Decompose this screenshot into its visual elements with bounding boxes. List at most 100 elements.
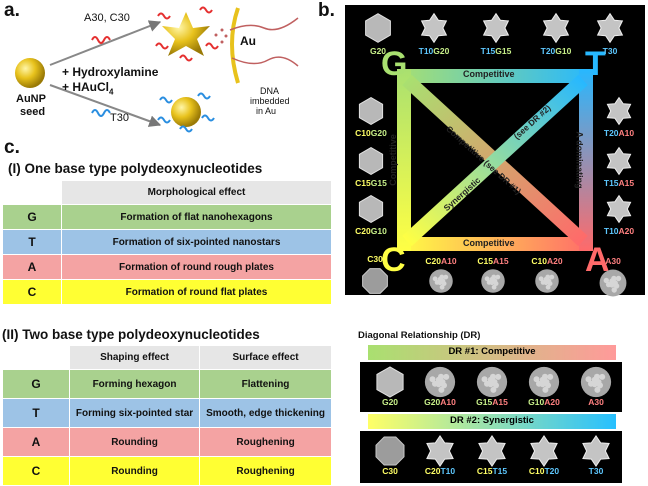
top-particle-4-label: T30 (602, 46, 618, 56)
table1-base: A (2, 254, 62, 280)
top-particle-3-label: T20G10 (540, 46, 572, 56)
top-particle-2 (479, 11, 513, 45)
right-particle-1-label: T15A15 (603, 178, 635, 188)
edge-right-label: A dominating (574, 131, 585, 189)
top-particle-4 (593, 11, 627, 45)
dr2-particle-0 (372, 433, 408, 469)
table2-shaping: Forming hexagon (68, 369, 201, 399)
right-particle-1 (603, 145, 635, 177)
table1-effect: Formation of round rough plates (61, 254, 332, 280)
au-label: Au (240, 34, 256, 48)
left-particle-0 (355, 95, 387, 127)
dr2-particle-4-label: T30 (588, 466, 604, 476)
right-particle-2-label: T10A20 (603, 226, 635, 236)
dr1-particle-1-label: G20A10 (424, 397, 456, 407)
panel-a-schematic (15, 6, 299, 133)
dr2-particle-4 (578, 433, 614, 469)
dr2-particle-2 (474, 433, 510, 469)
dr2-particle-3-label: C10T20 (528, 466, 560, 476)
left-particle-2-label: C20G10 (355, 226, 387, 236)
dna-label-2: imbedded (250, 96, 290, 106)
strands-a30-c30-label: A30, C30 (84, 12, 130, 24)
arrow-up (49, 20, 162, 66)
table2-surface: Smooth, edge thickening (199, 398, 332, 428)
bottom-particle-4 (597, 267, 629, 299)
dr2-particle-0-label: C30 (382, 466, 398, 476)
table2-header-shaping: Shaping effect (68, 345, 201, 370)
bottom-particle-1-label: C20A10 (425, 256, 457, 266)
dr1-particle-0-label: G20 (381, 397, 399, 407)
bottom-particle-0 (359, 265, 391, 297)
table1-base: T (2, 229, 62, 255)
edge-bottom-label: Competitive (463, 238, 515, 248)
left-particle-0-label: C10G20 (355, 128, 387, 138)
dr-title: Diagonal Relationship (DR) (358, 330, 481, 341)
table1-effect: Formation of flat nanohexagons (61, 204, 332, 230)
table2-header-surface: Surface effect (199, 345, 332, 370)
corner-c: C (381, 241, 406, 279)
top-particle-1 (417, 11, 451, 45)
panel-c-letter: c. (4, 137, 20, 158)
top-particle-2-label: T15G15 (480, 46, 512, 56)
right-particle-0-label: T20A10 (603, 128, 635, 138)
table2-corner (2, 345, 70, 370)
dr1-bar: DR #1: Competitive (368, 345, 616, 360)
aunp-seed (15, 58, 45, 88)
table1-corner (2, 180, 62, 205)
table2-shaping: Forming six-pointed star (68, 398, 201, 428)
table1-title: (I) One base type polydeoxynucleotides (8, 161, 263, 176)
edge-top-label: Competitive (463, 69, 515, 79)
seed-label: seed (20, 106, 46, 118)
dr2-particle-1-label: C20T10 (424, 466, 456, 476)
table1-header: Morphological effect (61, 180, 332, 205)
table2-base: A (2, 427, 70, 457)
left-particle-1-label: C15G15 (355, 178, 387, 188)
red-strand-icon (91, 36, 111, 44)
dr1-particle-4-label: A30 (588, 397, 604, 407)
dr1-particle-1 (422, 364, 458, 400)
table2-surface: Flattening (199, 369, 332, 399)
dr1-particle-2 (474, 364, 510, 400)
dr2-particle-3 (526, 433, 562, 469)
table1-effect: Formation of round flat plates (61, 279, 332, 305)
dr1-particle-3 (526, 364, 562, 400)
sphere-nanoparticle (157, 92, 215, 133)
panel-b-tem-grid: G T C A Competitive Competitive Competit… (345, 5, 645, 297)
bottom-particle-4-label: A30 (605, 256, 621, 266)
dna-label-1: DNA (260, 86, 280, 96)
dna-label-3: in Au (256, 106, 277, 116)
panel-a-letter: a. (4, 0, 20, 21)
dr2-bar: DR #2: Synergistic (368, 414, 616, 429)
bottom-particle-1 (427, 267, 455, 295)
corner-g: G (381, 45, 408, 83)
top-particle-3 (539, 11, 573, 45)
right-particle-0 (603, 95, 635, 127)
dr1-particle-2-label: G15A15 (476, 397, 508, 407)
table2-surface: Roughening (199, 456, 332, 486)
table2-shaping: Rounding (68, 456, 201, 486)
top-particle-0 (361, 11, 395, 45)
table2-surface: Roughening (199, 427, 332, 457)
bottom-particle-0-label: C30 (367, 254, 383, 264)
table1-base: C (2, 279, 62, 305)
dr2-particle-1 (422, 433, 458, 469)
bottom-particle-3-label: C10A20 (531, 256, 563, 266)
bottom-particle-2-label: C15A15 (477, 256, 509, 266)
table2-base: G (2, 369, 70, 399)
corner-t: T (585, 45, 606, 83)
dr1-particle-0 (372, 364, 408, 400)
dna-strand (229, 17, 299, 31)
bottom-particle-2 (479, 267, 507, 295)
dr1-particle-3-label: G10A20 (528, 397, 560, 407)
blue-strand-icon (91, 109, 111, 117)
